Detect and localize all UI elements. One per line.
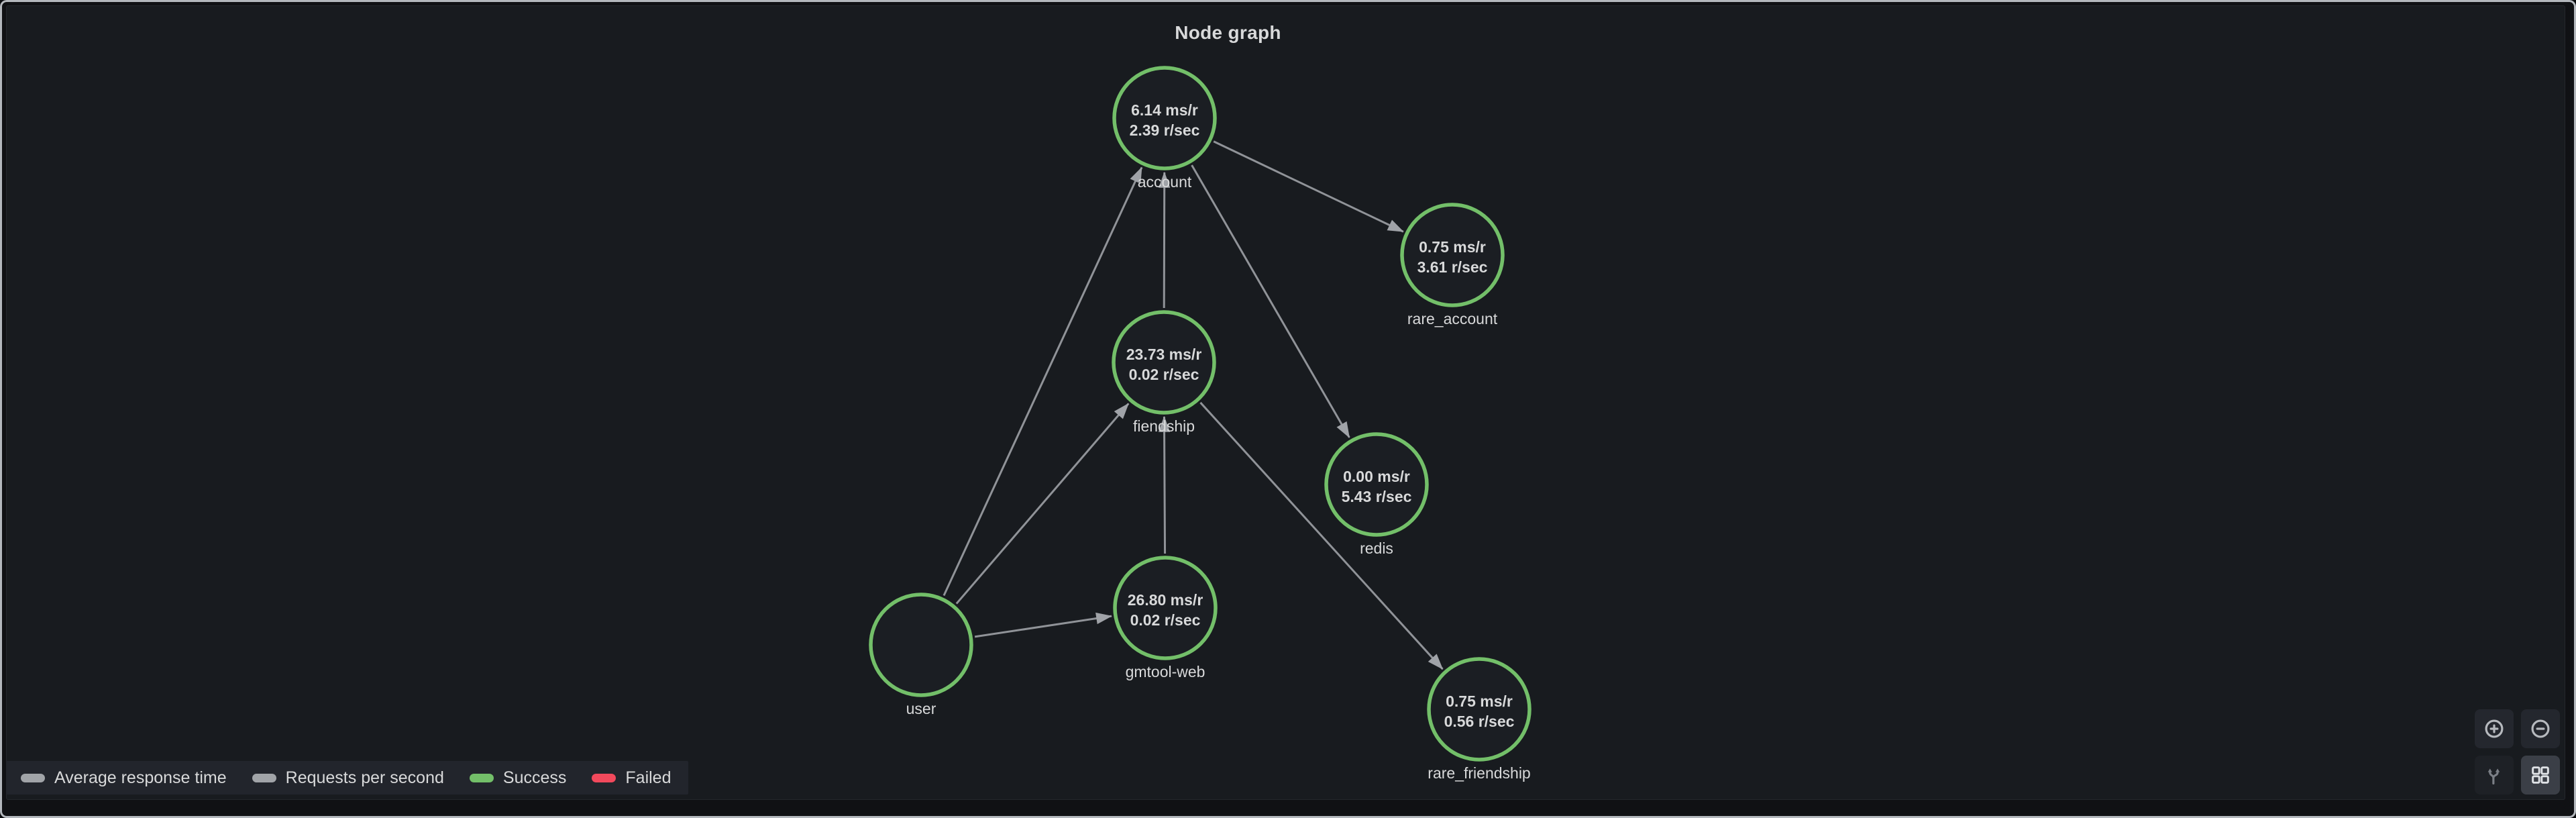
node-ring bbox=[1112, 66, 1217, 170]
node-ring bbox=[1113, 556, 1218, 660]
node-user[interactable]: user bbox=[869, 593, 973, 717]
node-rare_account[interactable]: 0.75 ms/r 3.61 r/sec rare_account bbox=[1400, 203, 1505, 327]
node-secondary-stat: 3.61 r/sec bbox=[1417, 258, 1488, 276]
node-title: account bbox=[1138, 173, 1192, 191]
node-secondary-stat: 0.56 r/sec bbox=[1444, 713, 1515, 730]
node-ring bbox=[1400, 203, 1505, 307]
node-ring bbox=[869, 593, 973, 697]
node-graph-panel: Node graph bbox=[6, 5, 2565, 800]
circle-plus-icon bbox=[2483, 717, 2506, 740]
node-secondary-stat: 0.02 r/sec bbox=[1130, 611, 1201, 629]
edge-user-fiendship bbox=[955, 403, 1130, 605]
legend-item-requests-per-second: Requests per second bbox=[252, 768, 444, 788]
node-secondary-stat: 2.39 r/sec bbox=[1130, 121, 1200, 139]
graph-controls bbox=[2475, 709, 2560, 795]
node-primary-stat: 0.00 ms/r bbox=[1343, 468, 1410, 485]
branch-icon bbox=[2483, 764, 2506, 786]
edge-account-rare_account bbox=[1213, 140, 1404, 233]
edge-fiendship-rare_friendship bbox=[1199, 401, 1444, 670]
edge-fiendship-account bbox=[1159, 171, 1171, 309]
edge-user-account bbox=[943, 166, 1143, 597]
legend-swatch-icon bbox=[21, 773, 45, 782]
node-fiendship[interactable]: 23.73 ms/r 0.02 r/sec fiendship bbox=[1112, 310, 1216, 435]
node-title: gmtool-web bbox=[1126, 663, 1205, 680]
node-ring bbox=[1324, 432, 1429, 537]
edge-layer bbox=[943, 140, 1444, 670]
legend-swatch-icon bbox=[469, 773, 494, 782]
legend-item-success: Success bbox=[469, 768, 567, 788]
node-ring bbox=[1112, 310, 1216, 415]
node-ring bbox=[1427, 657, 1532, 762]
node-title: rare_friendship bbox=[1428, 764, 1530, 782]
node-title: redis bbox=[1360, 540, 1393, 557]
node-layer: user 6.14 ms/r 2.39 r/sec account 0.75 ms/r 3… bbox=[869, 66, 1532, 782]
zoom-out-button[interactable] bbox=[2521, 709, 2560, 748]
node-title: user bbox=[906, 700, 936, 717]
legend-label: Failed bbox=[625, 768, 672, 787]
edge-gmtool-web-fiendship bbox=[1158, 415, 1171, 554]
node-rare_friendship[interactable]: 0.75 ms/r 0.56 r/sec rare_friendship bbox=[1427, 657, 1532, 782]
circle-minus-icon bbox=[2529, 717, 2552, 740]
node-primary-stat: 23.73 ms/r bbox=[1126, 346, 1202, 363]
node-title: fiendship bbox=[1133, 417, 1195, 435]
node-redis[interactable]: 0.00 ms/r 5.43 r/sec redis bbox=[1324, 432, 1429, 557]
grid-layout-button[interactable] bbox=[2521, 756, 2560, 795]
legend-swatch-icon bbox=[592, 773, 616, 782]
node-gmtool-web[interactable]: 26.80 ms/r 0.02 r/sec gmtool-web bbox=[1113, 556, 1218, 680]
node-secondary-stat: 5.43 r/sec bbox=[1342, 488, 1412, 505]
layered-layout-button[interactable] bbox=[2475, 756, 2514, 795]
legend-label: Average response time bbox=[54, 768, 227, 787]
panel-title: Node graph bbox=[1175, 22, 1281, 43]
node-primary-stat: 26.80 ms/r bbox=[1128, 591, 1203, 609]
edge-user-gmtool-web bbox=[974, 612, 1112, 638]
legend-label: Requests per second bbox=[285, 768, 444, 787]
legend-item-average-response-time: Average response time bbox=[21, 768, 227, 788]
legend-label: Success bbox=[502, 768, 567, 787]
node-primary-stat: 6.14 ms/r bbox=[1131, 101, 1198, 119]
legend: Average response time Requests per second… bbox=[6, 761, 689, 795]
grid-icon bbox=[2529, 764, 2552, 786]
node-primary-stat: 0.75 ms/r bbox=[1446, 693, 1513, 710]
edge-account-redis bbox=[1191, 164, 1350, 438]
node-primary-stat: 0.75 ms/r bbox=[1419, 238, 1486, 256]
node-title: rare_account bbox=[1407, 310, 1498, 327]
node-account[interactable]: 6.14 ms/r 2.39 r/sec account bbox=[1112, 66, 1217, 191]
legend-item-failed: Failed bbox=[592, 768, 671, 788]
zoom-in-button[interactable] bbox=[2475, 709, 2514, 748]
legend-swatch-icon bbox=[252, 773, 276, 782]
node-secondary-stat: 0.02 r/sec bbox=[1129, 366, 1199, 383]
